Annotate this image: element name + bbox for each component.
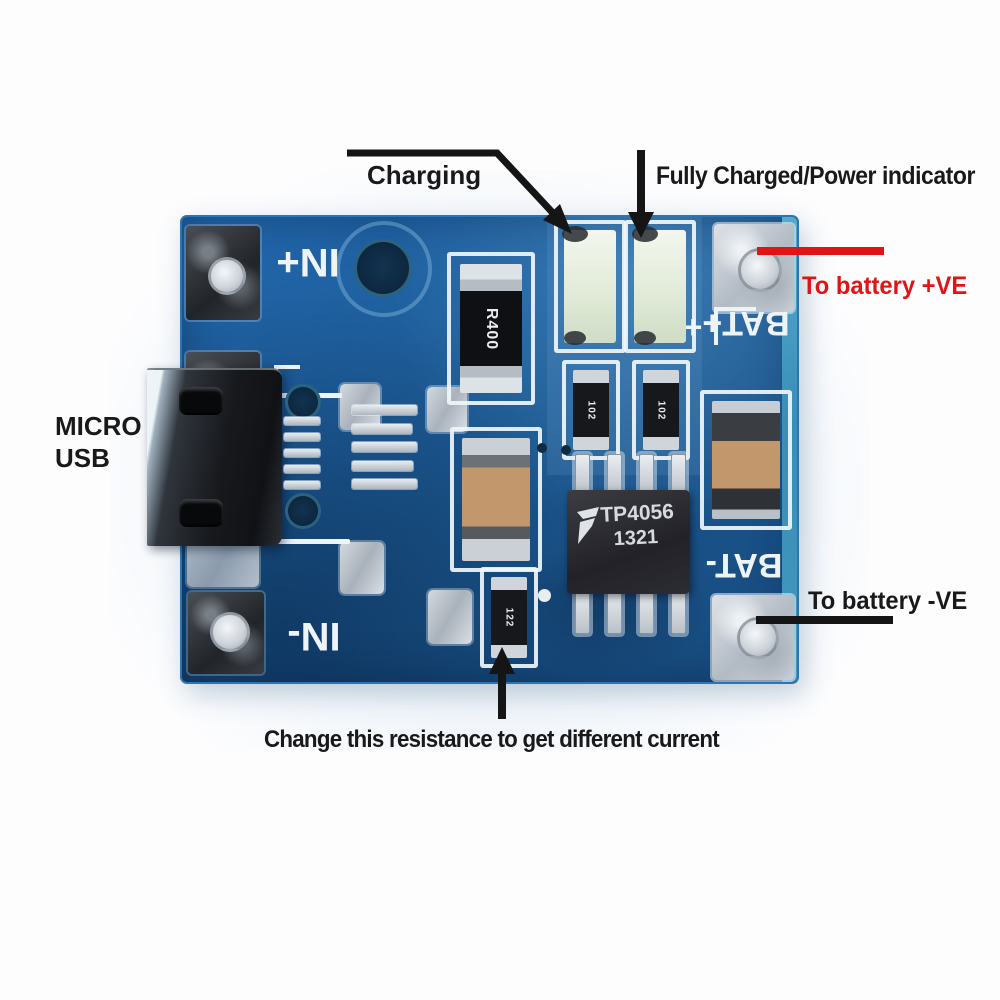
- charging-label: Charging: [367, 160, 482, 190]
- bat-plus-pad: [714, 224, 794, 312]
- silkscreen-in-minus: IN-: [287, 614, 341, 658]
- full-charge-led: [624, 220, 696, 353]
- bat-minus-pad: [712, 595, 794, 680]
- r400-marking: R400: [483, 307, 500, 350]
- led-resistor-right: 102: [632, 360, 690, 460]
- output-capacitor: [700, 390, 792, 530]
- silkscreen-bat-minus: BAT-: [705, 546, 783, 584]
- usb-pin-pads: [284, 417, 320, 489]
- bat-plus-hole: [738, 248, 782, 292]
- in-minus-pad: [188, 592, 264, 674]
- resistor-marking: 122: [503, 607, 515, 628]
- micro-usb-label-line1: MICRO: [55, 411, 142, 441]
- resistor-marking: 102: [655, 400, 667, 420]
- in-minus-hole: [210, 612, 250, 652]
- ic-part-number: TP4056: [599, 500, 675, 527]
- solder-smudge: [564, 331, 586, 345]
- solder-blob: [340, 542, 384, 594]
- mounting-hole: [354, 239, 412, 297]
- battery-negative-label: To battery -VE: [808, 587, 968, 615]
- micro-usb-connector: [147, 368, 282, 546]
- solder-ball: [538, 589, 551, 602]
- micro-usb-label-line2: USB: [55, 443, 110, 473]
- input-capacitor: [450, 427, 542, 572]
- fully-charged-label: Fully Charged/Power indicator: [656, 162, 975, 190]
- usb-test-pads: [352, 405, 417, 489]
- usb-mount-slot: [179, 387, 223, 415]
- battery-positive-label: To battery +VE: [802, 272, 968, 300]
- toppower-logo-icon: [577, 507, 599, 544]
- micro-usb-label: MICRO USB: [55, 410, 142, 474]
- silkscreen-in-plus: IN+: [276, 240, 340, 284]
- silkscreen-corner-bracket: [714, 307, 756, 345]
- mounting-hole-ring: [336, 221, 432, 317]
- resistor-marking: 102: [585, 400, 597, 420]
- ic-date-code: 1321: [613, 525, 659, 551]
- prog-resistor: 122: [480, 567, 538, 668]
- usb-mount-slot: [179, 499, 223, 527]
- resistance-note-label: Change this resistance to get different …: [264, 726, 720, 753]
- silkscreen-trace: [274, 539, 350, 544]
- ic-pin: [671, 590, 686, 634]
- charging-led: [554, 220, 626, 353]
- solder-blob: [428, 590, 472, 644]
- solder-smudge: [634, 331, 656, 345]
- via: [561, 445, 571, 455]
- r400-resistor: R400: [447, 252, 535, 405]
- solder-smudge: [562, 226, 588, 242]
- ic-pin: [575, 590, 590, 634]
- ic-pin: [607, 590, 622, 634]
- in-plus-hole: [208, 257, 246, 295]
- usb-anchor-hole: [285, 493, 321, 529]
- usb-anchor-hole: [285, 384, 321, 420]
- via: [537, 443, 547, 453]
- led-resistor-left: 102: [562, 360, 620, 460]
- bat-minus-hole: [737, 617, 779, 659]
- solder-smudge: [632, 226, 658, 242]
- tp4056-module-board: IN+ BAT+ BAT- IN- + R400 102: [147, 215, 799, 684]
- tp4056-ic: TP4056 1321: [567, 490, 690, 594]
- in-plus-pad: [186, 226, 260, 320]
- ic-pin: [639, 590, 654, 634]
